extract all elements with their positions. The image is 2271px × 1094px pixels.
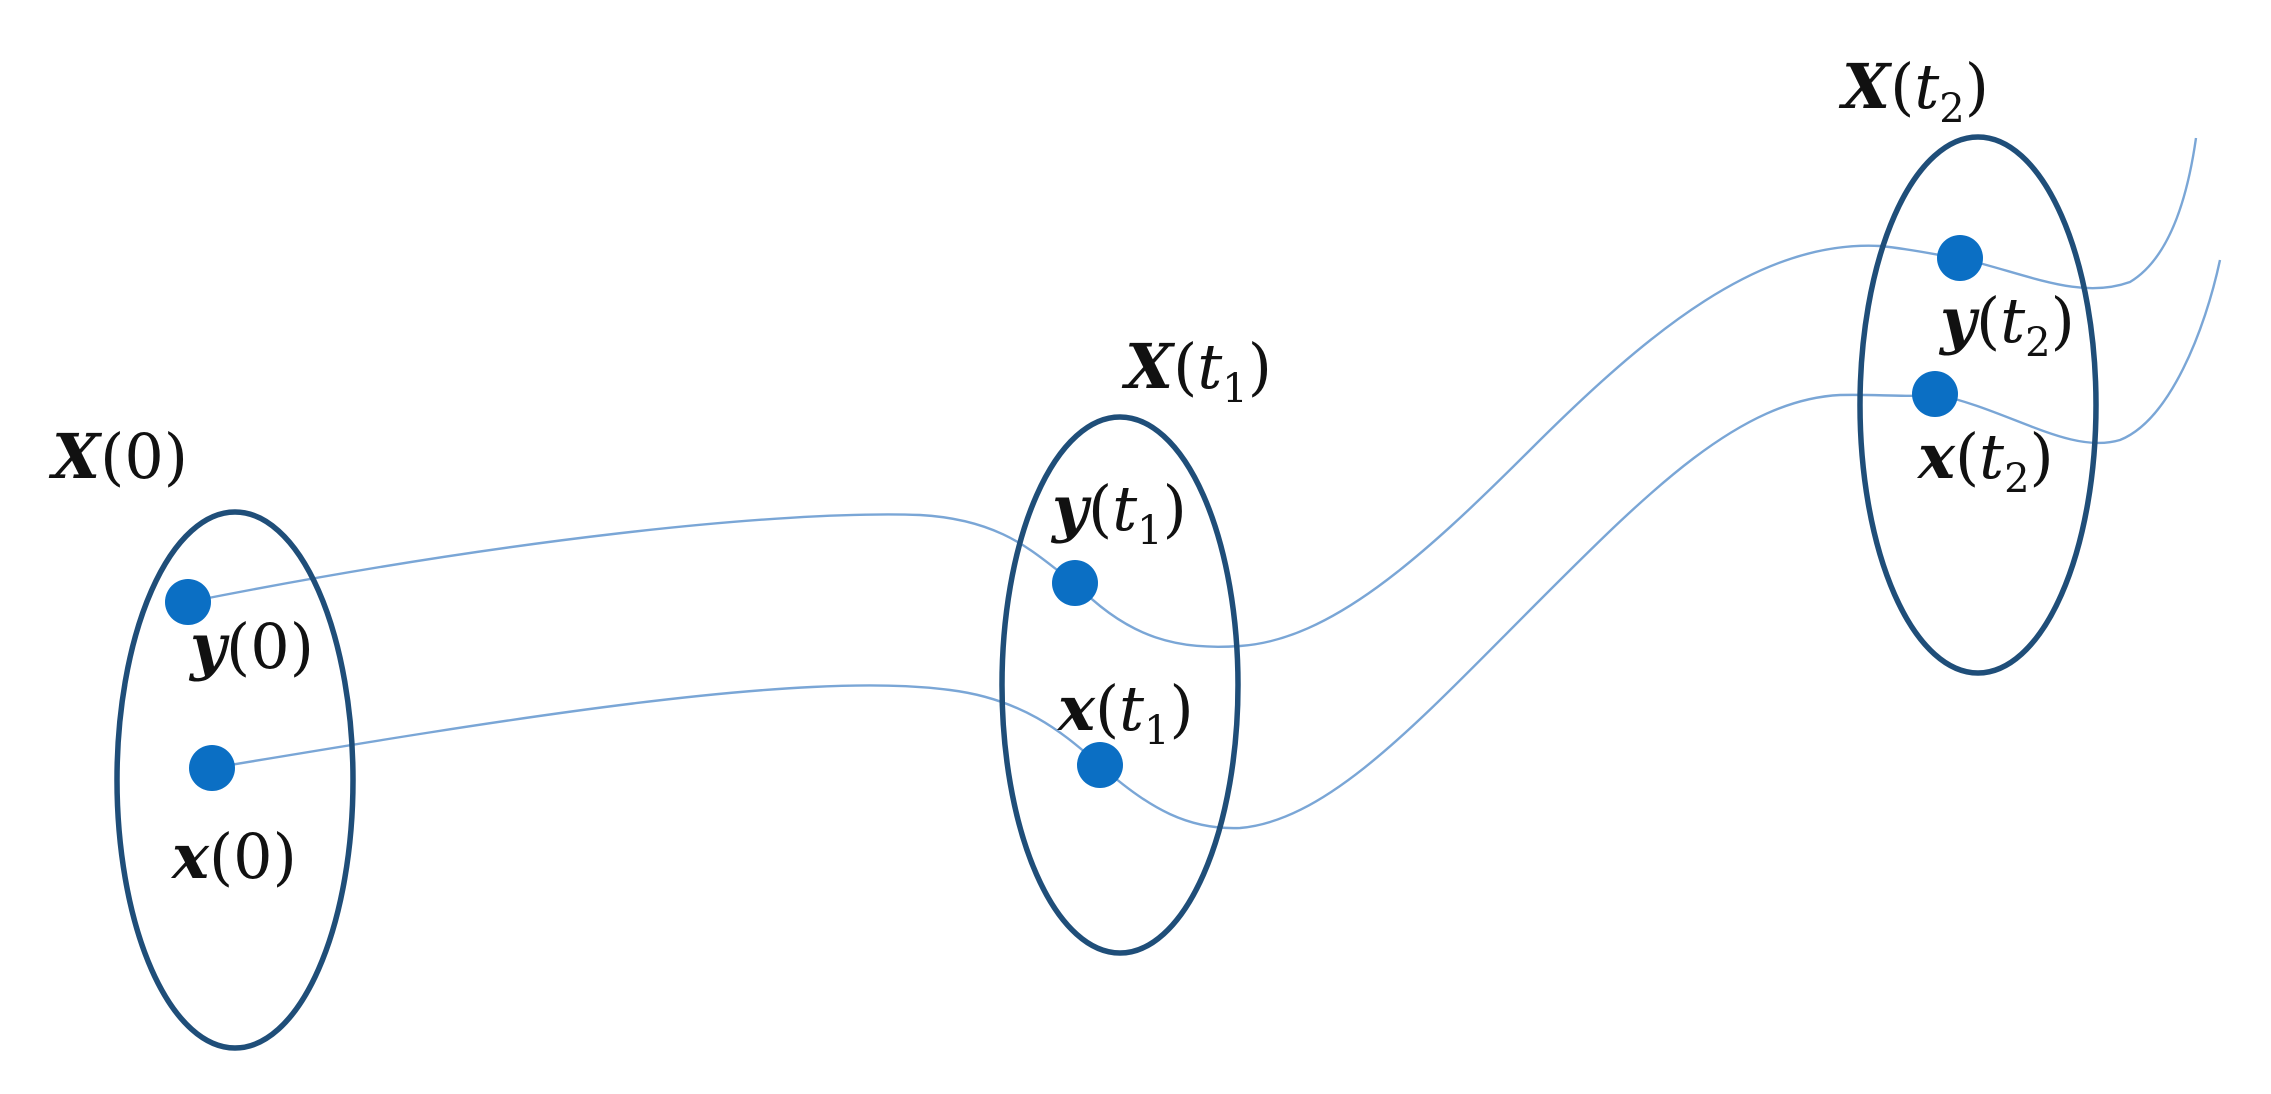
point-yt2 xyxy=(1937,235,1983,281)
label-xt2: x(t2) xyxy=(1916,420,2054,502)
label-y0: y(0) xyxy=(188,610,314,683)
trajectory-y xyxy=(187,137,2198,648)
label-x0: x(0) xyxy=(170,820,297,893)
label-Xt2: X(t2) xyxy=(1838,50,1989,132)
set-ellipse-Xt2 xyxy=(1857,134,2099,676)
point-xt2 xyxy=(1912,371,1958,417)
label-yt1: y(t1) xyxy=(1050,472,1187,554)
point-xt1 xyxy=(1077,742,1123,788)
label-X0: X(0) xyxy=(48,420,188,493)
trajectory-x xyxy=(211,259,2222,830)
label-yt2: y(t2) xyxy=(1938,284,2075,366)
point-y0 xyxy=(165,579,211,625)
point-x0 xyxy=(189,745,235,791)
set-ellipse-X0 xyxy=(114,509,356,1051)
point-yt1 xyxy=(1052,560,1098,606)
label-xt1: x(t1) xyxy=(1056,672,1194,754)
label-Xt1: X(t1) xyxy=(1121,330,1272,412)
set-ellipse-Xt1 xyxy=(999,414,1241,956)
